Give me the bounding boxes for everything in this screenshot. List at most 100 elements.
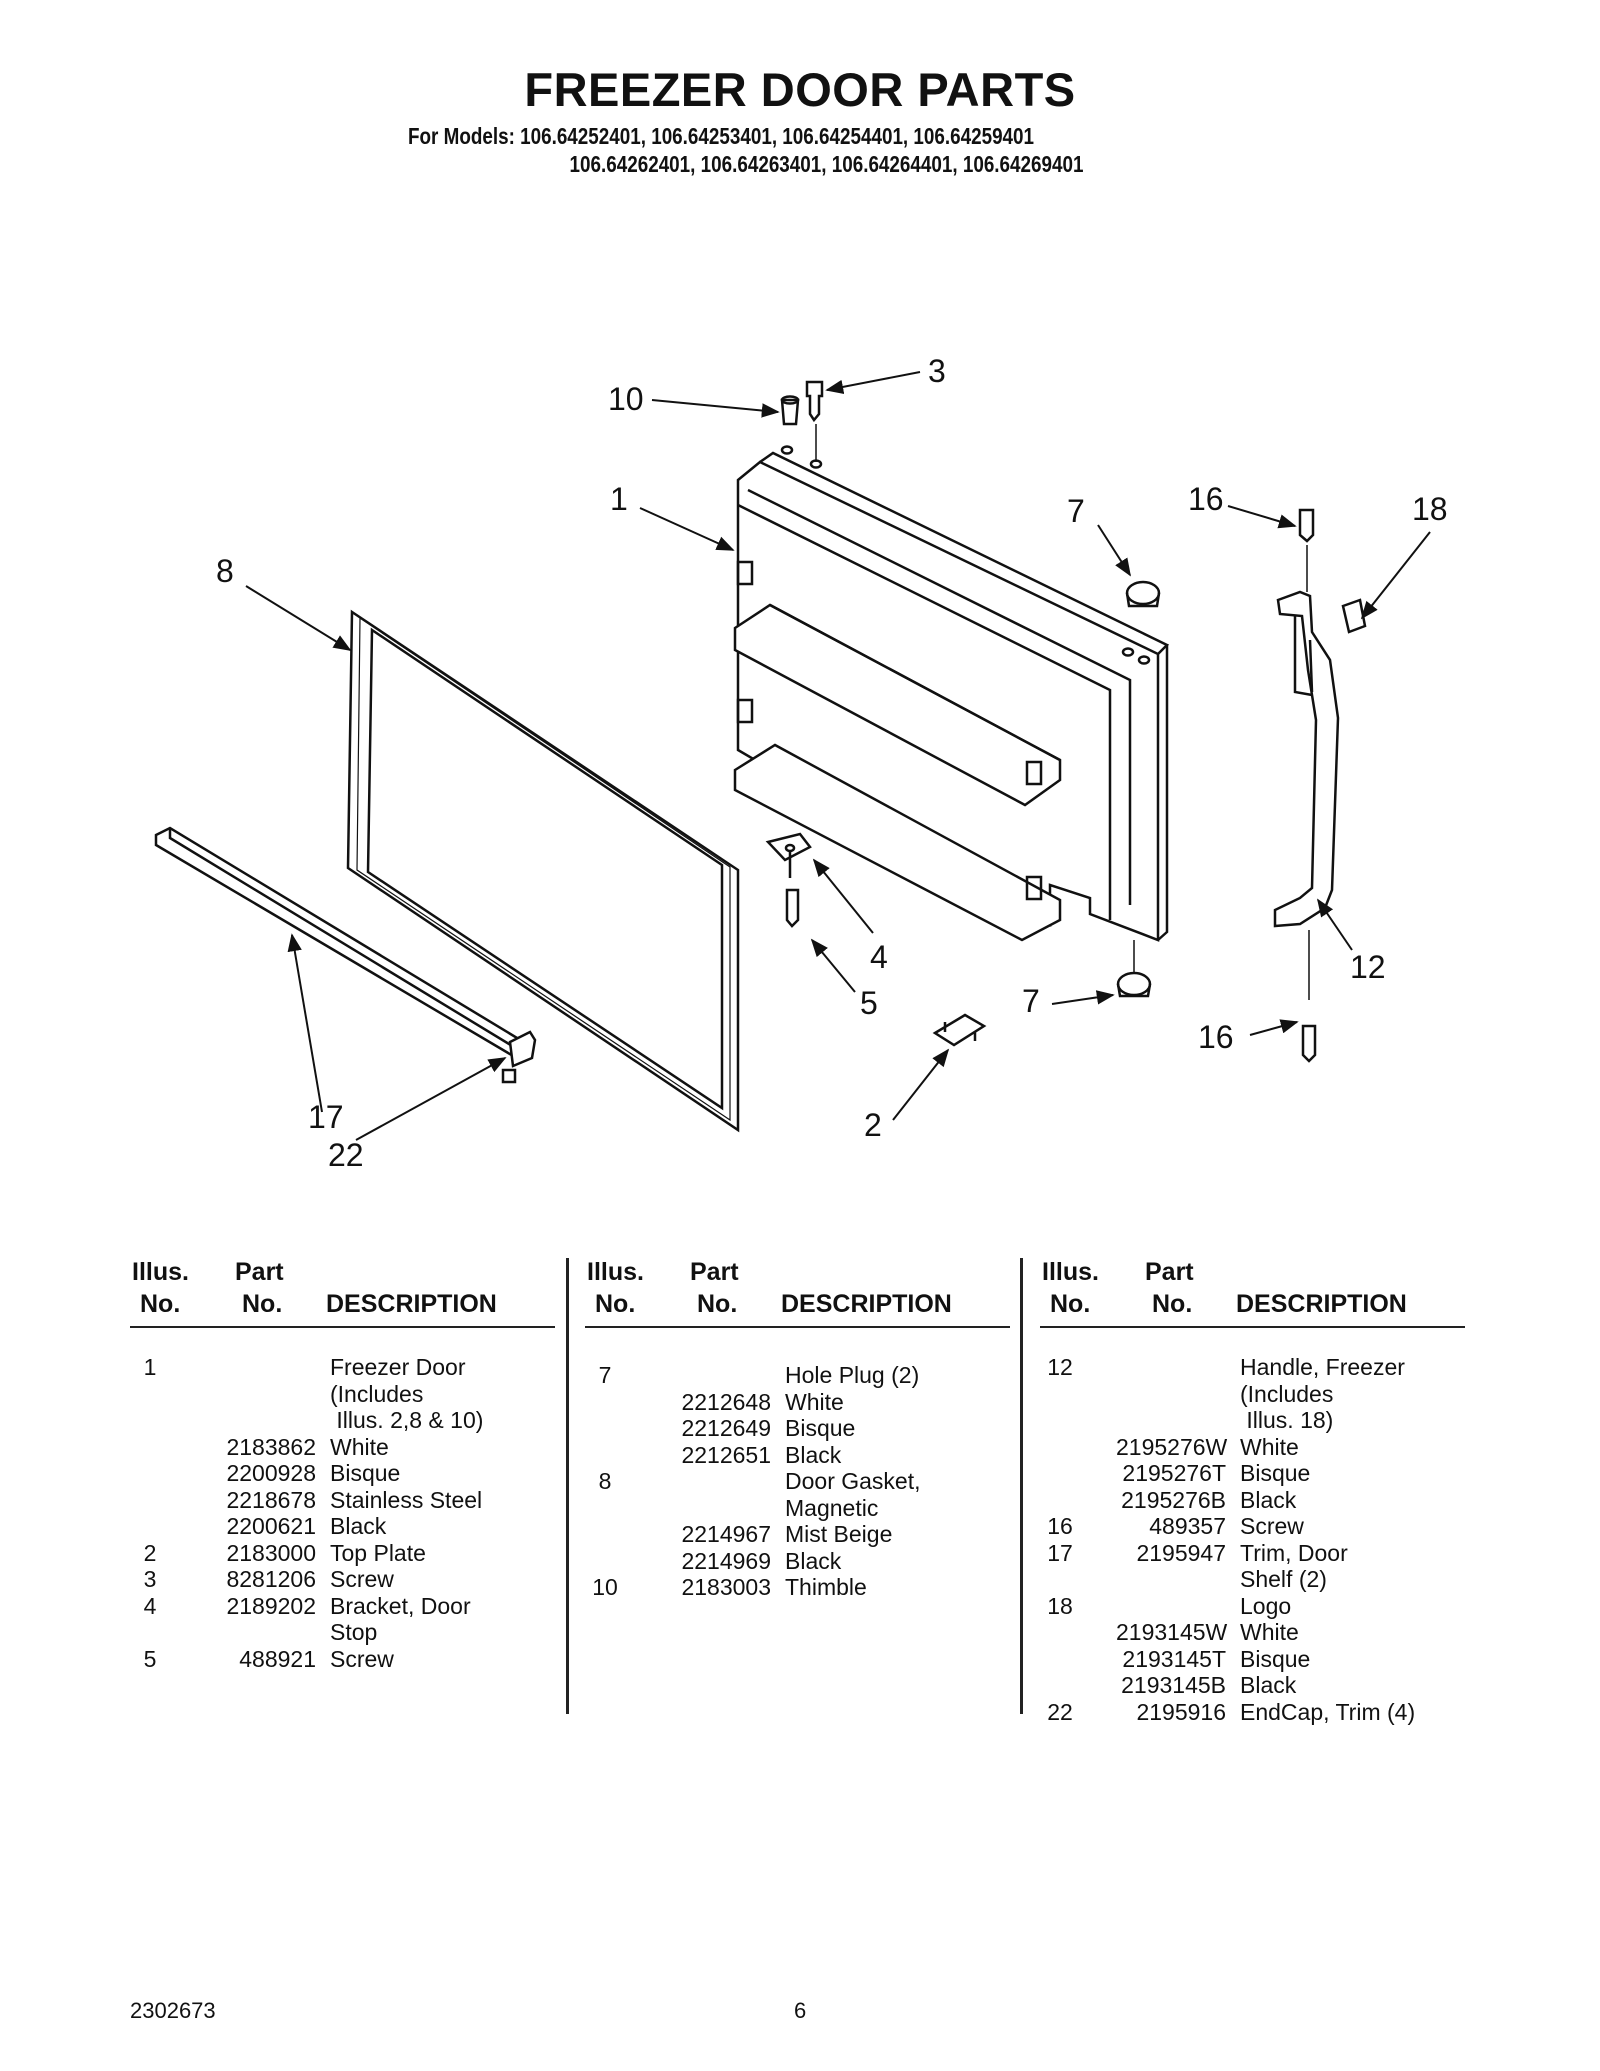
part-number: 2195947 [1136, 1539, 1226, 1566]
part-description: (Includes [1240, 1380, 1334, 1407]
table-row: 12 Handle, Freezer [1040, 1354, 1465, 1381]
part-number: 2200928 [226, 1460, 316, 1486]
illus-number: 2 [143, 1539, 157, 1566]
illus-number: 10 [592, 1574, 618, 1600]
part-description: Bisque [1240, 1645, 1311, 1672]
header-description: DESCRIPTION [326, 1290, 497, 1318]
header-illus-1: Illus. [1042, 1258, 1099, 1286]
part-number: 2212648 [681, 1388, 771, 1415]
table-row: Shelf (2) [1040, 1566, 1465, 1593]
part-number: 2214967 [681, 1521, 771, 1547]
header-part-1: Part [1145, 1258, 1194, 1286]
parts-column-1: Illus. No. Part No. DESCRIPTION 1 Freezer… [130, 1258, 555, 1672]
top-plate-drawing [932, 1013, 987, 1047]
part-number: 2212649 [681, 1415, 771, 1441]
part-description: Shelf (2) [1240, 1566, 1327, 1592]
part-description: Freezer Door [330, 1354, 466, 1380]
table-row: (Includes [1040, 1381, 1465, 1408]
table-row: (Includes [130, 1381, 555, 1408]
exploded-parts-diagram: 10 3 1 7 16 18 8 4 5 7 12 16 17 22 2 [154, 353, 1448, 1173]
screw-5-drawing [785, 888, 800, 928]
header-description: DESCRIPTION [781, 1290, 952, 1318]
illus-number: 3 [143, 1566, 157, 1592]
part-description: Bisque [785, 1415, 856, 1441]
table-row: 18 Logo [1040, 1593, 1465, 1620]
header-part-2: No. [242, 1290, 283, 1318]
part-number: 2193145W [1116, 1619, 1228, 1645]
header-illus-1: Illus. [587, 1258, 644, 1286]
parts-column-header: Illus. No. Part No. DESCRIPTION [130, 1258, 555, 1328]
table-row: 1 Freezer Door [130, 1354, 555, 1381]
table-row: 2195276T Bisque [1040, 1460, 1465, 1487]
logo-drawing [1341, 598, 1367, 634]
parts-rows: 12 Handle, Freezer(Includes Illus. 18) 219… [1040, 1328, 1465, 1725]
callout-18: 18 [1412, 491, 1448, 527]
illus-number: 18 [1047, 1592, 1073, 1619]
part-description: White [1240, 1433, 1299, 1460]
part-number: 2200621 [226, 1513, 316, 1539]
part-description: Screw [1240, 1513, 1304, 1539]
parts-column-header: Illus. No. Part No. DESCRIPTION [585, 1258, 1010, 1328]
column-divider [1020, 1258, 1023, 1714]
part-description: Bisque [330, 1460, 401, 1486]
parts-column-header: Illus. No. Part No. DESCRIPTION [1040, 1258, 1465, 1328]
illus-number: 7 [598, 1362, 612, 1388]
table-row: Magnetic [585, 1495, 1010, 1522]
screw-16-bottom-drawing [1301, 1024, 1317, 1063]
hole-plug-top-drawing [1125, 580, 1161, 606]
table-row: 2218678 Stainless Steel [130, 1487, 555, 1514]
part-description: Stainless Steel [330, 1486, 483, 1513]
header-part-2: No. [1152, 1290, 1193, 1318]
part-description: (Includes [330, 1380, 424, 1407]
table-row: 2193145B Black [1040, 1672, 1465, 1699]
illus-number: 17 [1047, 1539, 1073, 1566]
callout-3: 3 [928, 353, 946, 389]
header-illus-2: No. [1050, 1290, 1091, 1318]
part-number: 2195276T [1122, 1460, 1226, 1486]
part-description: Black [330, 1513, 387, 1539]
part-number: 2193145B [1121, 1672, 1226, 1698]
callout-16-top: 16 [1188, 481, 1224, 517]
table-row: 2200621 Black [130, 1513, 555, 1540]
callout-10: 10 [608, 381, 644, 417]
part-description: Illus. 18) [1240, 1407, 1334, 1433]
part-number: 2195276W [1116, 1433, 1228, 1460]
callout-7-bottom: 7 [1022, 983, 1040, 1019]
part-description: Bisque [1240, 1460, 1311, 1486]
part-description: Black [1240, 1672, 1297, 1698]
callout-8: 8 [216, 553, 234, 589]
header-illus-2: No. [595, 1290, 636, 1318]
illus-number: 12 [1047, 1354, 1073, 1380]
part-description: Thimble [785, 1574, 867, 1600]
bracket-door-stop-drawing [765, 832, 812, 878]
page-number: 6 [794, 1998, 807, 2023]
illus-number: 8 [598, 1468, 612, 1494]
part-description: Top Plate [330, 1539, 426, 1566]
header-illus-1: Illus. [132, 1258, 189, 1286]
header-illus-2: No. [140, 1290, 181, 1318]
part-description: Trim, Door [1240, 1539, 1348, 1566]
part-description: Illus. 2,8 & 10) [330, 1407, 484, 1433]
freezer-handle-drawing [1273, 590, 1340, 928]
callout-12: 12 [1350, 949, 1386, 985]
part-description: Handle, Freezer [1240, 1354, 1405, 1380]
header-part-2: No. [697, 1290, 738, 1318]
part-number: 2189202 [226, 1592, 316, 1619]
thimble-drawing [780, 398, 800, 426]
callout-16-bottom: 16 [1198, 1019, 1234, 1055]
part-description: Logo [1240, 1592, 1292, 1619]
diagram-callouts: 10 3 1 7 16 18 8 4 5 7 12 16 17 22 2 [216, 353, 1448, 1173]
part-number: 2218678 [226, 1486, 316, 1513]
part-number: 2183003 [681, 1574, 771, 1600]
illus-number: 1 [143, 1354, 157, 1380]
part-description: Bracket, Door [330, 1592, 471, 1619]
part-description: Screw [330, 1566, 394, 1592]
